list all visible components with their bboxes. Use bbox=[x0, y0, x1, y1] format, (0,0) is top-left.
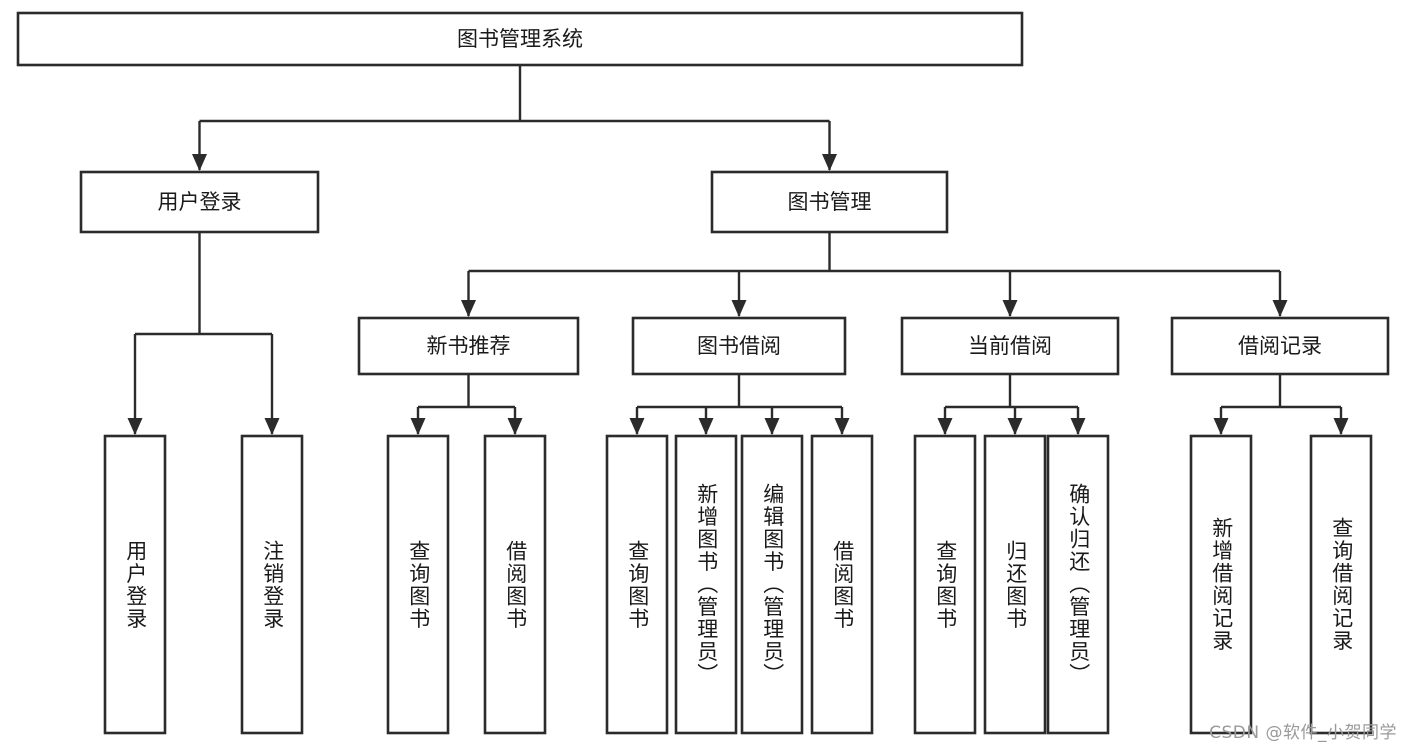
arrow-head-icon bbox=[507, 418, 523, 435]
node-box-leaf-add-book[interactable] bbox=[674, 434, 738, 735]
watermark-text: CSDN @软件_小贺同学 bbox=[1209, 723, 1397, 743]
node-box-leaf-confirm-return[interactable] bbox=[1046, 434, 1110, 735]
arrow-head-icon bbox=[731, 300, 747, 317]
arrow-head-icon bbox=[1272, 300, 1288, 317]
arrow-head-icon bbox=[192, 154, 207, 171]
arrow-head-icon bbox=[1333, 418, 1349, 435]
arrow-head-icon bbox=[1007, 418, 1023, 435]
node-box-leaf-query-record[interactable] bbox=[1309, 434, 1373, 735]
arrow-head-icon bbox=[937, 418, 953, 435]
node-label-book-manage: 图书管理 bbox=[788, 190, 872, 214]
arrow-head-icon bbox=[698, 418, 714, 435]
node-box-leaf-add-record[interactable] bbox=[1189, 434, 1253, 735]
node-box-new-book-rec[interactable] bbox=[357, 316, 580, 376]
node-label-user-login: 用户登录 bbox=[158, 190, 242, 214]
arrow-head-icon bbox=[461, 300, 476, 317]
arrow-head-icon bbox=[127, 418, 143, 435]
arrow-head-icon bbox=[1002, 300, 1018, 317]
arrow-head-icon bbox=[629, 418, 645, 435]
node-box-user-login[interactable] bbox=[79, 170, 320, 234]
node-box-leaf-return-book[interactable] bbox=[983, 434, 1047, 735]
connector-layer bbox=[127, 65, 1349, 435]
node-label-book-borrow: 图书借阅 bbox=[697, 334, 781, 358]
arrow-head-icon bbox=[1213, 418, 1229, 435]
node-box-leaf-query-book-rec[interactable] bbox=[386, 434, 450, 735]
arrow-head-icon bbox=[1070, 418, 1086, 435]
node-box-leaf-query-book-cb[interactable] bbox=[913, 434, 977, 735]
arrow-head-icon bbox=[264, 418, 280, 435]
node-box-leaf-borrow-book-rec[interactable] bbox=[483, 434, 547, 735]
node-label-borrow-record: 借阅记录 bbox=[1238, 334, 1322, 358]
node-box-current-borrow[interactable] bbox=[900, 316, 1120, 376]
node-label-new-book-rec: 新书推荐 bbox=[427, 334, 511, 358]
node-box-book-manage[interactable] bbox=[710, 170, 949, 234]
node-box-leaf-borrow-book-bb[interactable] bbox=[810, 434, 874, 735]
node-box-borrow-record[interactable] bbox=[1170, 316, 1390, 376]
node-label-current-borrow: 当前借阅 bbox=[968, 334, 1052, 358]
node-box-leaf-query-book-bb[interactable] bbox=[605, 434, 669, 735]
node-label-root: 图书管理系统 bbox=[457, 27, 583, 51]
node-box-leaf-user-login[interactable] bbox=[103, 434, 167, 735]
node-box-root[interactable] bbox=[16, 11, 1024, 67]
arrow-head-icon bbox=[410, 418, 426, 435]
node-box-leaf-user-logout[interactable] bbox=[240, 434, 304, 735]
arrow-head-icon bbox=[764, 418, 780, 435]
arrow-head-icon bbox=[834, 418, 850, 435]
node-box-layer bbox=[16, 11, 1390, 735]
node-box-leaf-edit-book[interactable] bbox=[740, 434, 804, 735]
node-box-book-borrow[interactable] bbox=[631, 316, 847, 376]
arrow-head-icon bbox=[822, 154, 837, 171]
